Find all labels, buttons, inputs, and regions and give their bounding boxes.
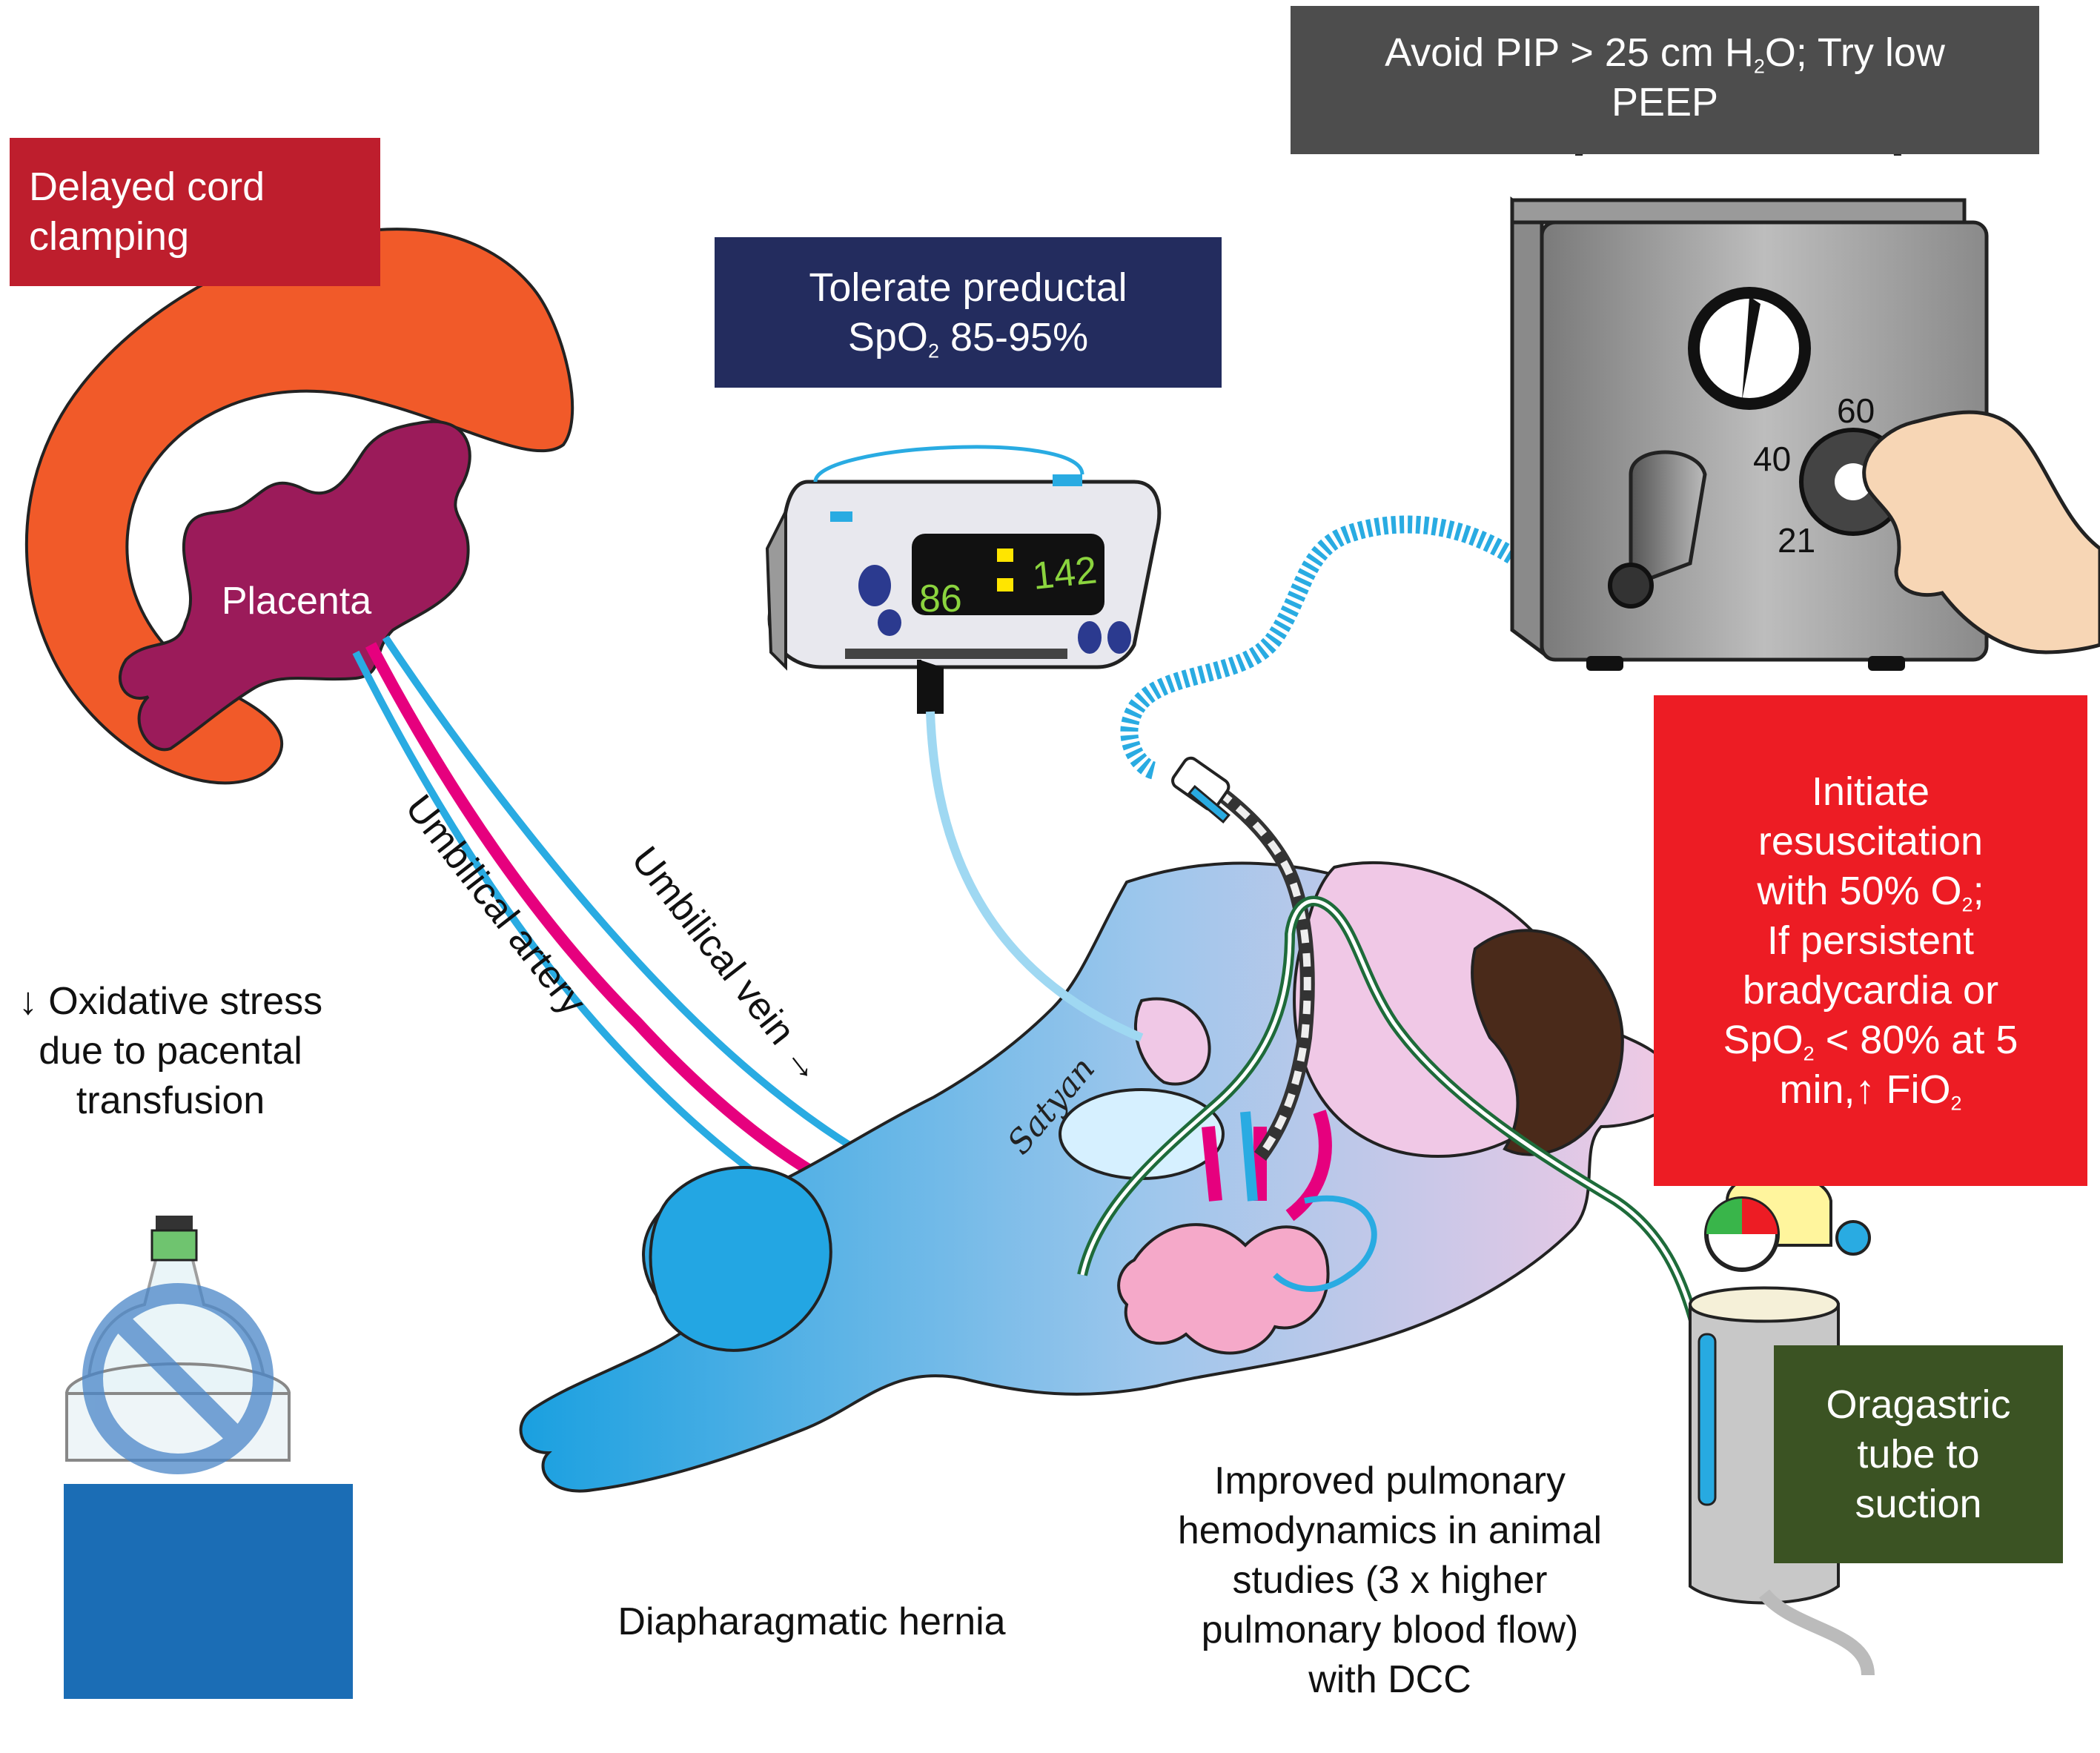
tolerate-preductal-box: Tolerate preductal SpO2 85-95% — [715, 237, 1222, 388]
initiate-line-6: SpO2 < 80% at 5 — [1723, 1017, 2018, 1064]
hand — [1862, 410, 2100, 655]
placenta-label: Placenta — [193, 577, 400, 626]
initiate-line-3: with 50% O2; — [1757, 868, 1984, 915]
oxidative-line-2: due to pacental — [39, 1030, 302, 1073]
oragastric-line-1: Oragastric — [1826, 1382, 2011, 1427]
baby-hair — [1471, 929, 1624, 1156]
initiate-line-2: resuscitation — [1758, 818, 1984, 864]
initiate-line-1: Initiate — [1811, 769, 1930, 814]
orogastric-tube-inner — [1080, 899, 1700, 1335]
placenta-shape — [118, 420, 471, 752]
dial-tick-60: 60 — [1837, 391, 1875, 430]
pulse-oximeter-device — [765, 445, 1162, 1042]
dial-tick-21: 21 — [1778, 521, 1815, 560]
ventilator-device — [1510, 119, 1989, 671]
umbilical-artery-label: Umbilical artery — [397, 787, 594, 1023]
endotracheal-tube-inner — [1198, 775, 1311, 1159]
improved-line-1: Improved pulmonary — [1214, 1459, 1566, 1502]
heart-vessels-blue — [1240, 1111, 1258, 1202]
monitor-spo2-value: 86 — [919, 577, 962, 620]
delayed-cord-clamping-box: Delayed cord clamping — [10, 138, 380, 286]
improved-line-3: studies (3 x higher — [1232, 1559, 1548, 1602]
oragastric-line-3: suction — [1855, 1481, 1982, 1526]
avoid-pip-line-1: Avoid PIP > 25 cm H2O; Try low — [1385, 30, 1945, 78]
initiate-line-4: If persistent — [1766, 918, 1975, 963]
delayed-cord-clamping-line-2: clamping — [29, 214, 190, 259]
tolerate-line-1: Tolerate preductal — [809, 265, 1127, 310]
placenta-label-text: Placenta — [221, 580, 372, 623]
baby-face — [1134, 997, 1211, 1086]
avoid-pip-line-2: PEEP — [1611, 80, 1719, 125]
oragastric-box: Oragastric tube to suction — [1774, 1345, 2063, 1563]
ventilator-tubing — [1120, 515, 1517, 780]
oxidative-line-3: transfusion — [76, 1079, 265, 1122]
heart-vessels — [1202, 1110, 1332, 1222]
initiate-line-5: bradycardia or — [1742, 967, 1999, 1013]
monitor-heart-rate-value: 142 — [1030, 549, 1099, 598]
oxidative-line-1: ↓ Oxidative stress — [18, 980, 323, 1023]
prohibition-icon — [82, 1283, 274, 1474]
improved-line-4: pulmonary blood flow) — [1201, 1608, 1579, 1651]
tolerate-line-2: SpO2 85-95% — [847, 314, 1089, 362]
initiate-line-7: min,↑ FiO2 — [1779, 1067, 1962, 1114]
delayed-cord-clamping-line-1: Delayed cord — [29, 165, 265, 209]
oxidative-stress-text: ↓ Oxidative stress due to pacental trans… — [0, 977, 341, 1126]
improved-line-2: hemodynamics in animal — [1177, 1509, 1603, 1552]
initiate-resuscitation-box: Initiate resuscitation with 50% O2; If p… — [1654, 695, 2087, 1186]
oragastric-line-2: tube to — [1857, 1431, 1980, 1477]
tube-flange — [1188, 785, 1230, 824]
improved-line-5: with DCC — [1308, 1658, 1471, 1701]
hernia-label: Diapharagmatic hernia — [586, 1597, 1038, 1647]
baby-leg — [649, 1166, 832, 1352]
chest-cavity — [1059, 1088, 1225, 1180]
improved-pulmonary-text: Improved pulmonary hemodynamics in anima… — [1142, 1457, 1638, 1705]
hernia-label-text: Diapharagmatic hernia — [617, 1600, 1006, 1643]
tube-connector — [1171, 756, 1230, 811]
dial-tick-40: 40 — [1753, 440, 1791, 478]
avoid-pip-box: Avoid PIP > 25 cm H2O; Try low PEEP — [1291, 6, 2039, 154]
pulmonary-loop — [1273, 1195, 1377, 1292]
intestines — [1117, 1223, 1330, 1355]
blue-block — [64, 1484, 353, 1699]
